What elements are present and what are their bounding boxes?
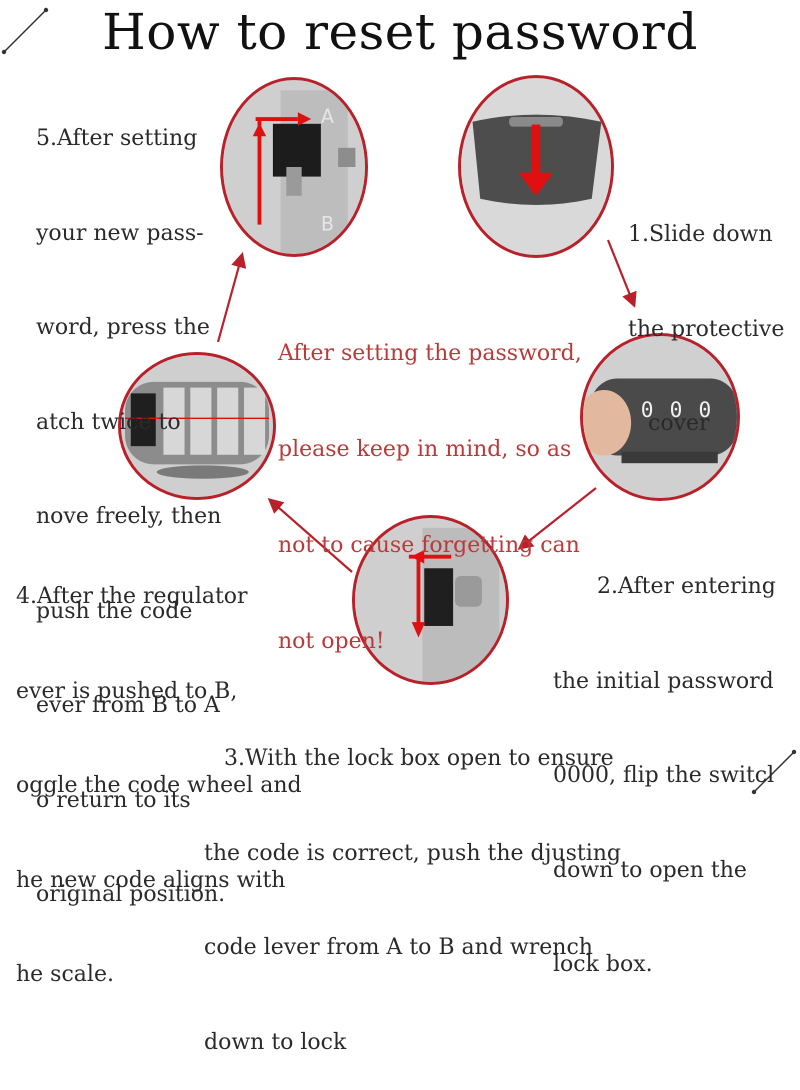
step1-line: 1.Slide down — [628, 222, 773, 247]
dial-digit-2: 0 — [641, 397, 654, 422]
step2-photo: 0 0 0 0 — [580, 333, 740, 501]
warning-line: After setting the password, — [278, 341, 582, 366]
step1-line: the protective — [628, 316, 785, 342]
step4-photo — [118, 352, 276, 500]
step5-line: 5.After setting — [36, 126, 198, 151]
dial-digit-4: 0 — [699, 397, 712, 422]
step5-line: nove freely, then — [36, 504, 222, 529]
step3-line: 3.With the lock box open to ensure — [224, 746, 614, 771]
cover-icon — [461, 78, 611, 255]
step3-line: code lever from A to B and wrench — [204, 935, 593, 960]
step5-line: atch twice to — [36, 409, 181, 435]
corner-mark-bottom-right — [751, 749, 797, 795]
step1-text: 1.Slide down the protective cover — [628, 156, 784, 471]
lever-down-icon — [355, 518, 506, 682]
latch-icon: A B — [223, 80, 365, 254]
step1-photo — [458, 75, 614, 258]
step2-line: the initial password — [553, 668, 774, 694]
lever-letter-b: B — [321, 212, 334, 235]
step3-line: the code is correct, push the djusting — [204, 840, 621, 866]
step4-line: 4.After the regulator — [16, 584, 248, 609]
step5-line: ever from B to A — [36, 693, 220, 718]
step1-line: cover — [648, 411, 710, 436]
step2-line: 2.After entering — [597, 574, 776, 599]
step2-line: 0000, flip the switcl — [553, 763, 775, 788]
dial-wheels-icon — [121, 355, 273, 497]
step3-line: down to lock — [204, 1029, 347, 1055]
corner-mark-top-left — [1, 7, 49, 55]
dial-thumb-icon: 0 0 0 0 — [583, 336, 737, 498]
page-title: How to reset password — [102, 3, 698, 61]
lever-letter-a: A — [321, 105, 334, 128]
step3-text: 3.With the lock box open to ensure the c… — [204, 680, 621, 1090]
warning-line: not to cause forgetting can — [278, 533, 580, 558]
step5-photo: A B — [220, 77, 368, 257]
step5-line: word, press the — [36, 315, 210, 340]
step3-photo — [352, 515, 509, 685]
warning-line: not open! — [278, 629, 385, 654]
step5-line: your new pass- — [36, 220, 204, 246]
warning-note: After setting the password, please keep … — [278, 274, 582, 690]
step4-line: oggle the code wheel and — [16, 773, 302, 798]
step5-line: push the code — [36, 598, 193, 624]
warning-line: please keep in mind, so as — [278, 437, 572, 462]
dial-digit-3: 0 — [670, 397, 683, 422]
step4-line: ever is pushed to B, — [16, 678, 238, 704]
